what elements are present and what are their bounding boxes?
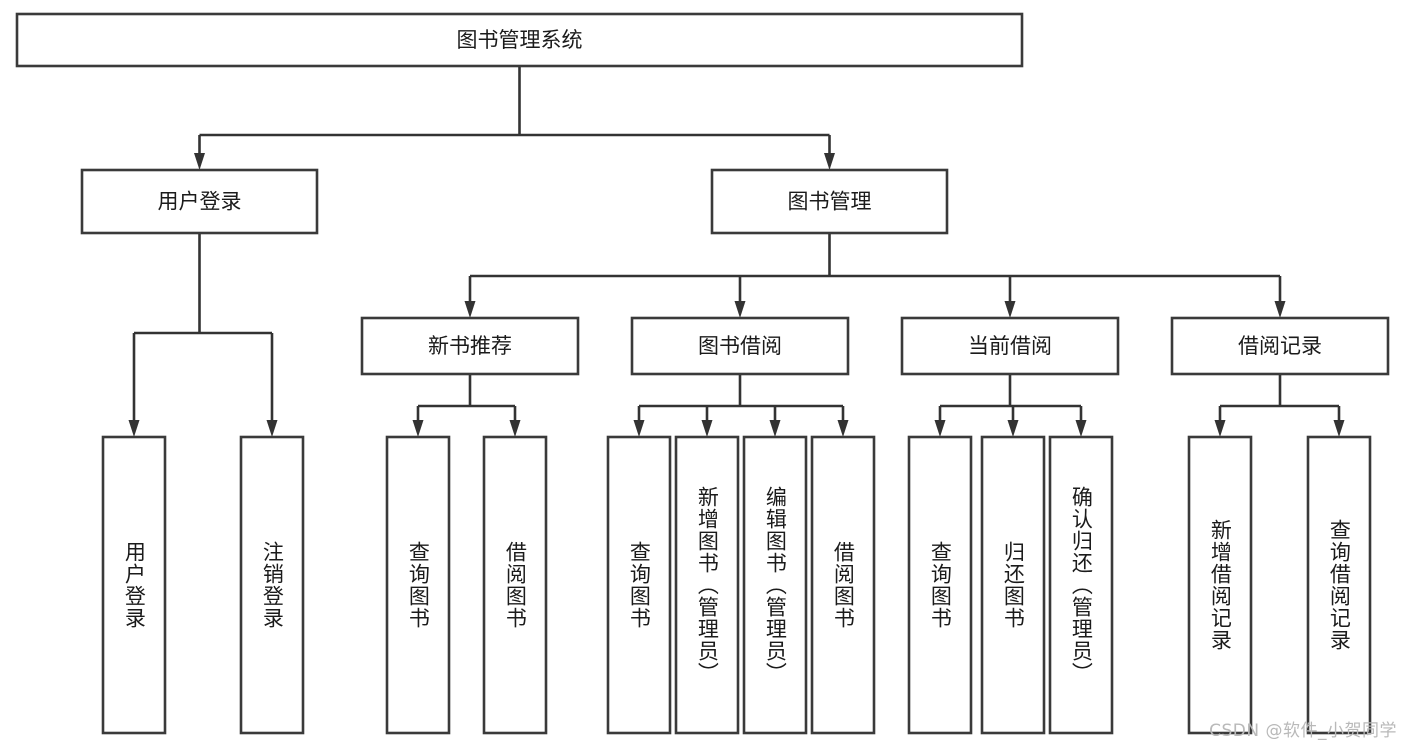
arrow-head-icon xyxy=(837,420,849,437)
arrow-head-icon xyxy=(464,301,476,318)
arrow-head-icon xyxy=(1004,301,1016,318)
node-root-label: 图书管理系统 xyxy=(457,28,583,52)
arrow-head-icon xyxy=(128,420,140,437)
node-level2-0[interactable] xyxy=(80,168,319,235)
connectors-layer xyxy=(128,66,1345,437)
node-level2-label-1: 图书管理 xyxy=(788,190,872,214)
leaf-node-3[interactable] xyxy=(482,435,548,735)
leaf-node-7[interactable] xyxy=(810,435,876,735)
arrow-head-icon xyxy=(824,153,835,170)
leaf-node-0[interactable] xyxy=(101,435,167,735)
node-level2-label-0: 用户登录 xyxy=(158,190,242,214)
leaf-node-9[interactable] xyxy=(980,435,1046,735)
node-level3-2[interactable] xyxy=(900,316,1120,376)
arrow-head-icon xyxy=(934,420,946,437)
leaf-node-12[interactable] xyxy=(1306,435,1372,735)
arrow-head-icon xyxy=(1214,420,1226,437)
arrow-head-icon xyxy=(701,420,713,437)
leaf-node-10[interactable] xyxy=(1048,435,1114,735)
arrow-head-icon xyxy=(1007,420,1019,437)
leaf-node-5[interactable] xyxy=(674,435,740,735)
leaf-node-1[interactable] xyxy=(239,435,305,735)
node-level2-1[interactable] xyxy=(710,168,949,235)
arrow-head-icon xyxy=(633,420,645,437)
arrow-head-icon xyxy=(266,420,278,437)
node-level3-label-3: 借阅记录 xyxy=(1238,334,1322,358)
arrow-head-icon xyxy=(734,301,746,318)
node-level3-3[interactable] xyxy=(1170,316,1390,376)
arrow-head-icon xyxy=(1075,420,1087,437)
arrow-head-icon xyxy=(509,420,521,437)
arrow-head-icon xyxy=(1333,420,1345,437)
node-root[interactable] xyxy=(15,12,1024,68)
node-level3-label-0: 新书推荐 xyxy=(428,334,512,358)
arrow-head-icon xyxy=(194,153,205,170)
node-level3-0[interactable] xyxy=(360,316,580,376)
node-level3-label-2: 当前借阅 xyxy=(968,334,1052,358)
node-level3-1[interactable] xyxy=(630,316,850,376)
leaf-node-2[interactable] xyxy=(385,435,451,735)
arrow-head-icon xyxy=(1274,301,1286,318)
boxes-layer xyxy=(15,12,1390,735)
leaf-node-4[interactable] xyxy=(606,435,672,735)
leaf-node-11[interactable] xyxy=(1187,435,1253,735)
arrow-head-icon xyxy=(769,420,781,437)
node-level3-label-1: 图书借阅 xyxy=(698,334,782,358)
leaf-node-6[interactable] xyxy=(742,435,808,735)
leaf-node-8[interactable] xyxy=(907,435,973,735)
arrow-head-icon xyxy=(412,420,424,437)
